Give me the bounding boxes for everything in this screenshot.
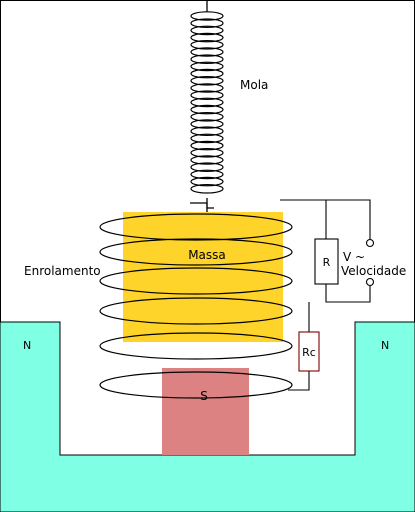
north-right-label: N: [381, 339, 389, 352]
spring-coil-loop: [190, 25, 224, 36]
spring-coil-loop: [190, 47, 224, 57]
coil-resistance-label: Rc: [302, 346, 316, 359]
spring-coil-loop: [190, 112, 224, 122]
magnet-body: [0, 321, 415, 512]
winding-coil-loop: [99, 213, 293, 241]
spring-coil-loop: [190, 68, 224, 79]
spring-coil-loop: [190, 162, 224, 172]
south-pole-block: [162, 368, 249, 455]
terminal-top: [365, 238, 375, 248]
winding-coil-loop: [99, 238, 293, 266]
spring-coil-loop: [190, 126, 224, 136]
resistor-r: [314, 238, 339, 285]
spring-coil-loop: [190, 18, 224, 28]
spring-coil-loop: [190, 176, 224, 187]
spring-coil-loop: [190, 32, 224, 43]
spring-coil-loop: [190, 90, 224, 100]
spring-coil-loop: [190, 104, 224, 115]
mass-label: Massa: [188, 248, 226, 262]
resistor-label: R: [323, 256, 331, 269]
spring-coil-loop: [190, 97, 224, 108]
winding-coils: [99, 213, 293, 399]
wire-rc-bottom: [288, 371, 310, 391]
winding-label: Enrolamento: [24, 264, 101, 278]
winding-coil-loop: [99, 332, 293, 360]
spring-coils: [190, 11, 224, 194]
coil-resistance: [298, 331, 320, 372]
spring-mass-connector: [190, 202, 214, 209]
wire-top: [280, 199, 371, 239]
circuit-wires: [280, 199, 371, 391]
south-label: S: [200, 389, 208, 403]
winding-coil-loop: [99, 297, 293, 325]
spring-coil-loop: [190, 140, 224, 151]
mass-block: [123, 212, 283, 342]
spring-coil-loop: [190, 39, 224, 50]
velocity-label: Velocidade: [341, 264, 406, 278]
spring-coil-loop: [190, 119, 224, 129]
spring-coil-loop: [190, 155, 224, 165]
spring-coil-loop: [190, 169, 224, 180]
north-left-label: N: [23, 339, 31, 352]
winding-coil-loop: [99, 371, 293, 399]
spring-label: Mola: [240, 78, 268, 92]
voltage-label: V ~: [343, 250, 365, 264]
spring-coil-loop: [190, 61, 224, 72]
spring-coil-loop: [190, 133, 224, 144]
spring-coil-loop: [190, 184, 224, 194]
spring-coil-loop: [190, 148, 224, 158]
winding-coil-loop: [99, 267, 293, 295]
wire-r-bottom: [325, 284, 371, 303]
spring-coil-loop: [190, 54, 224, 64]
spring-coil-loop: [190, 76, 224, 86]
spring-coil-loop: [190, 83, 224, 93]
terminal-bottom: [365, 277, 375, 287]
